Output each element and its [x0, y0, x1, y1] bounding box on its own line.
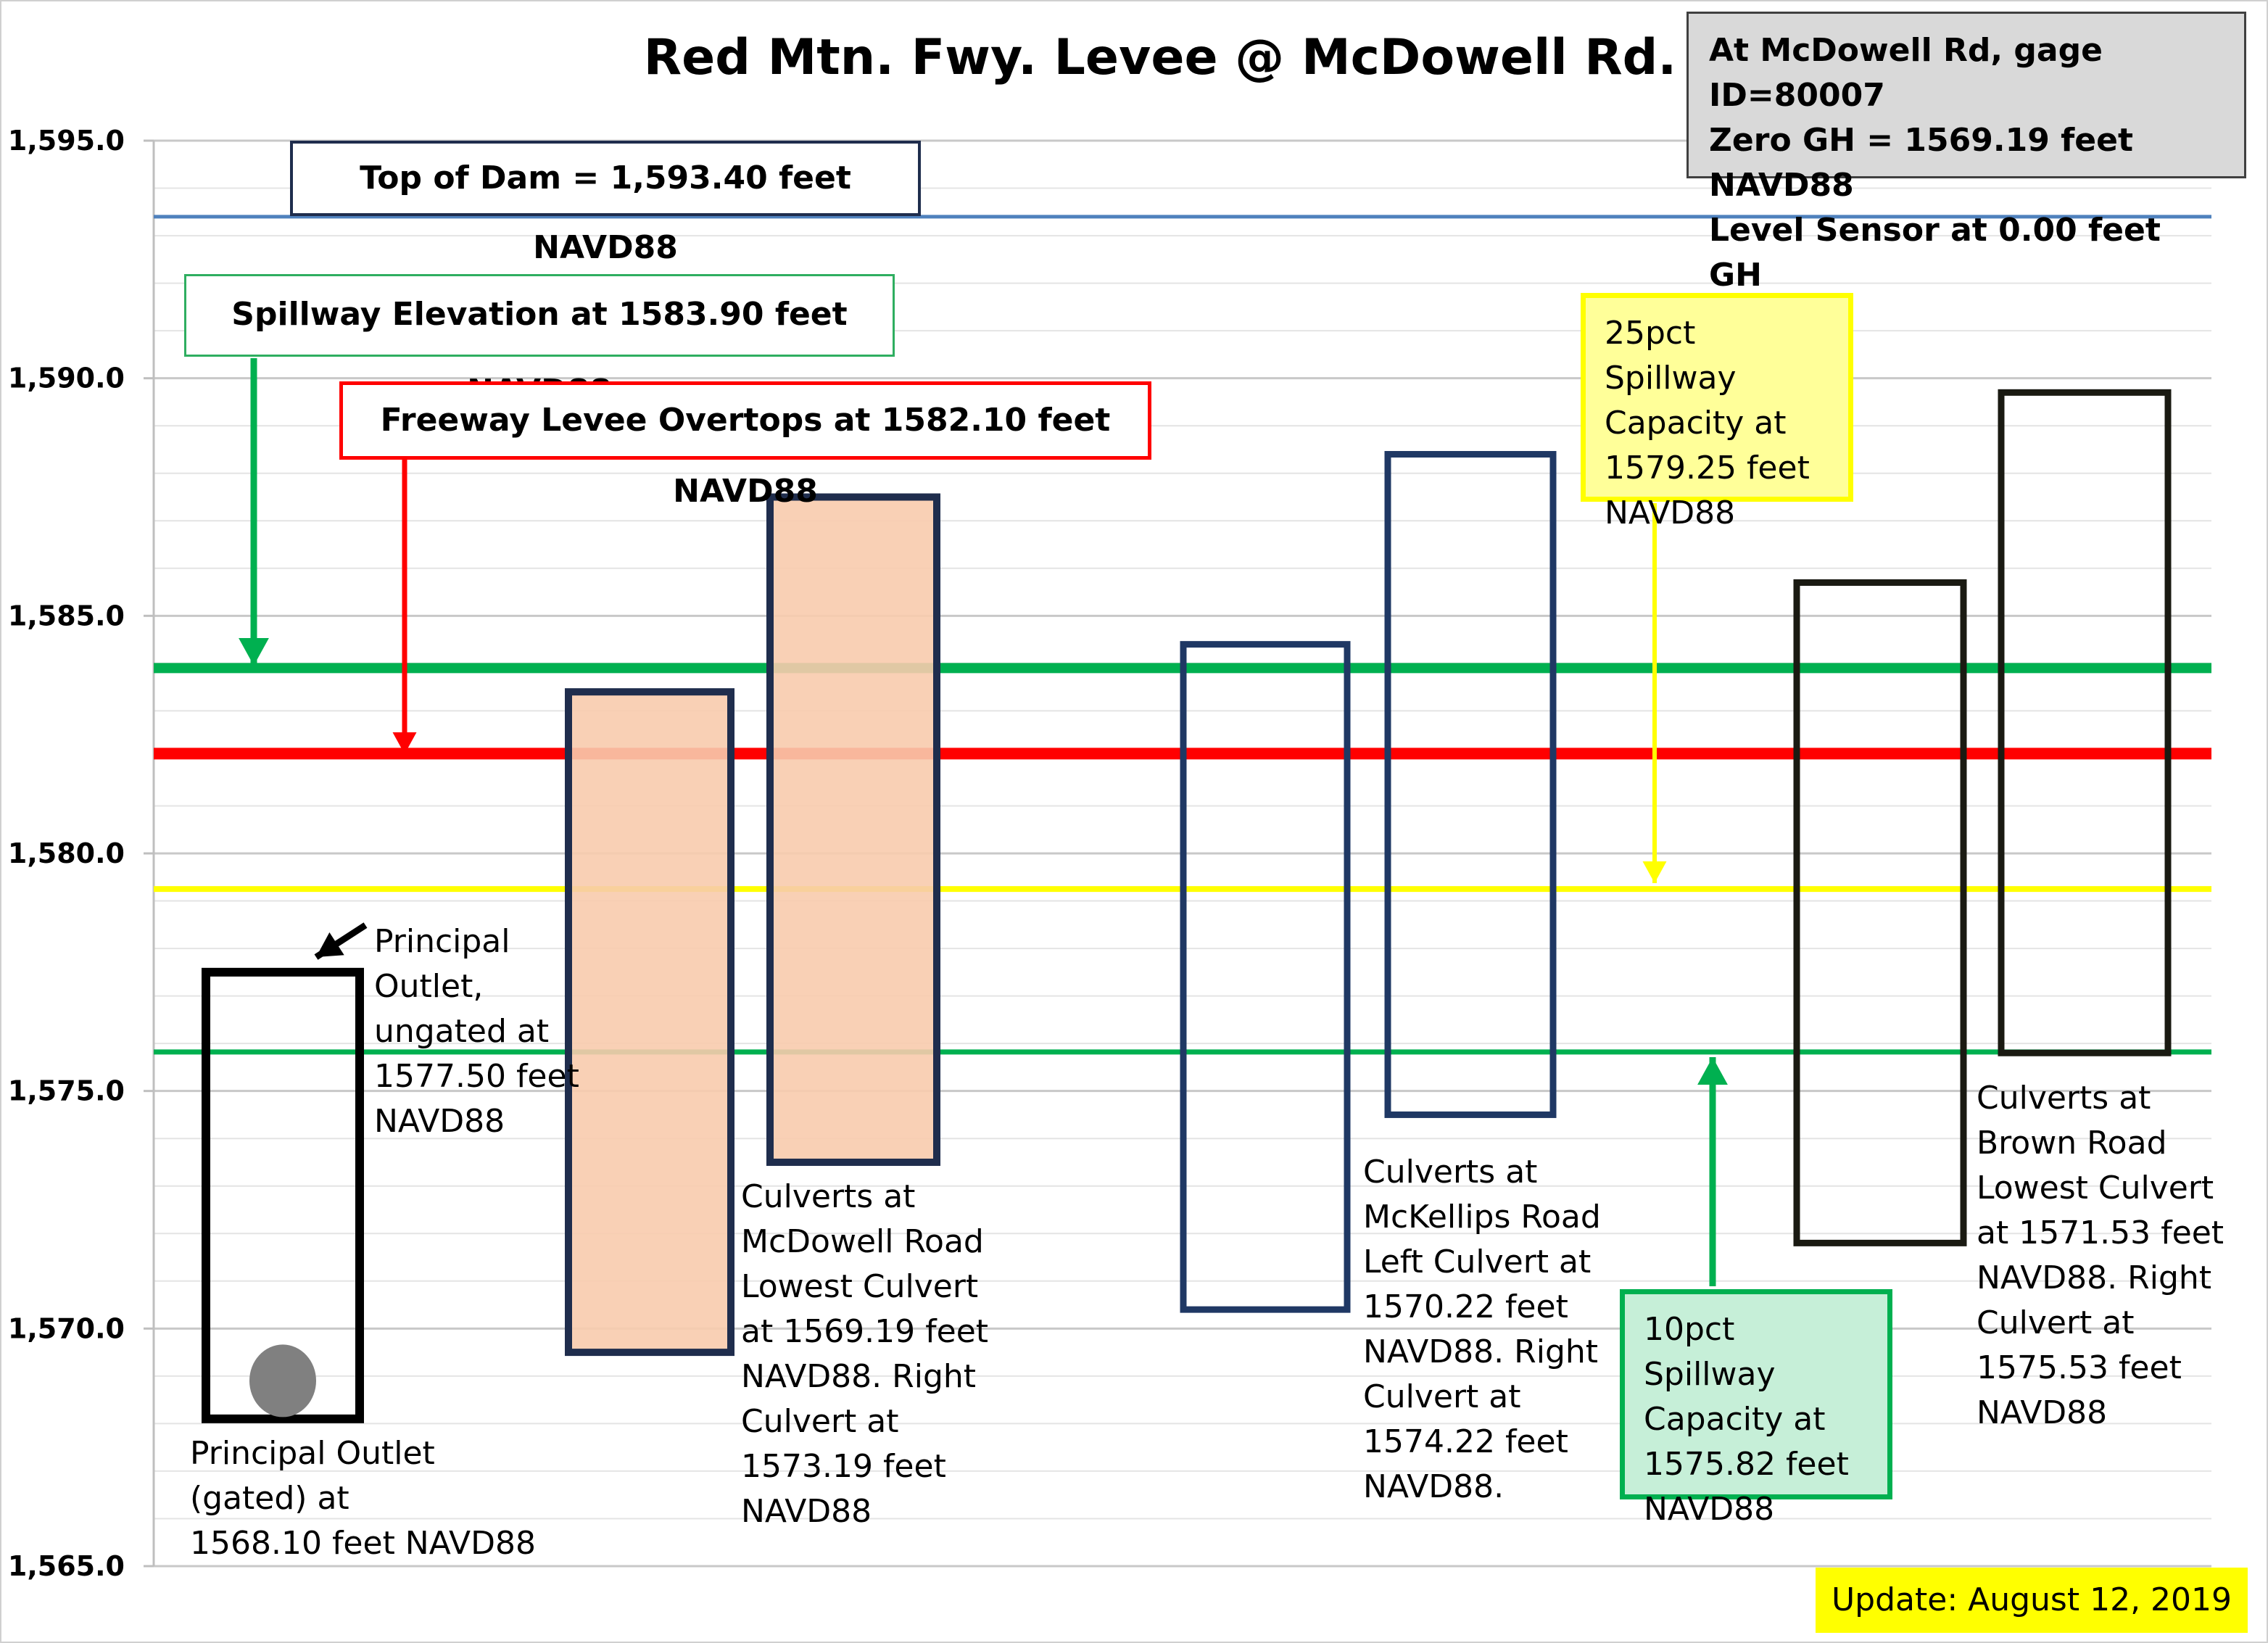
y-tick-label: 1,580.0 — [8, 837, 125, 869]
levee-arrow-head — [392, 732, 417, 754]
gage-info-line: At McDowell Rd, gage ID=80007 — [1709, 32, 2103, 114]
label-line: 1573.19 feet — [741, 1448, 946, 1485]
spillway-10pct-arrow-head — [1697, 1057, 1728, 1085]
label-line: 1577.50 feet — [374, 1058, 579, 1095]
mcdowell-culverts-label: Culverts at McDowell Road Lowest Culvert… — [741, 1175, 1017, 1534]
callout-line: NAVD88 — [1605, 494, 1736, 531]
structure-box — [1384, 451, 1557, 1118]
structures — [202, 389, 2172, 1423]
top-of-dam-callout: Top of Dam = 1,593.40 feet NAVD88 — [290, 141, 921, 266]
callout-line: Capacity at — [1644, 1401, 1826, 1438]
label-line: Lowest Culvert — [1977, 1170, 2214, 1207]
y-tick-label: 1,570.0 — [8, 1312, 125, 1344]
label-line: Principal Outlet — [190, 1435, 435, 1472]
structure-box — [1180, 641, 1351, 1313]
y-tick-label: 1,585.0 — [8, 600, 125, 632]
callout-line: 10pct Spillway — [1644, 1311, 1776, 1393]
label-line: NAVD88. Right — [741, 1358, 977, 1395]
callout-line: 25pct Spillway — [1605, 315, 1737, 397]
label-line: Brown Road — [1977, 1125, 2167, 1162]
label-line: Culvert at — [1363, 1378, 1521, 1415]
label-line: Culverts at — [1977, 1080, 2151, 1117]
label-line: McDowell Road — [741, 1223, 984, 1260]
mckellips-culverts-label: Culverts at McKellips Road Left Culvert … — [1363, 1150, 1639, 1510]
ungated-outlet-arrow-head — [316, 932, 344, 957]
gated-outlet-marker — [249, 1344, 316, 1418]
label-line: McKellips Road — [1363, 1199, 1601, 1236]
update-date-badge: Update: August 12, 2019 — [1816, 1568, 2248, 1633]
structure-box — [565, 688, 734, 1357]
y-tick-label: 1,575.0 — [8, 1075, 125, 1107]
label-line: Outlet, — [374, 968, 484, 1005]
label-line: at 1571.53 feet — [1977, 1214, 2224, 1251]
callout-line: 1579.25 feet — [1605, 450, 1810, 487]
spillway-25pct-callout: 25pct Spillway Capacity at 1579.25 feet … — [1581, 293, 1853, 531]
label-line: ungated at — [374, 1013, 550, 1050]
principal-outlet-gated-label: Principal Outlet (gated) at 1568.10 feet… — [190, 1431, 567, 1566]
spillway-callout: Spillway Elevation at 1583.90 feet NAVD8… — [184, 274, 895, 410]
y-axis-ticks: 1,565.0 1,570.0 1,575.0 1,580.0 1,585.0 1,590… — [8, 125, 154, 1582]
label-line: 1568.10 feet NAVD88 — [190, 1525, 536, 1562]
y-tick-label: 1,590.0 — [8, 363, 125, 394]
label-line: 1574.22 feet — [1363, 1423, 1568, 1460]
label-line: Lowest Culvert — [741, 1268, 979, 1305]
structure-box — [766, 493, 940, 1166]
label-line: Culverts at — [1363, 1154, 1538, 1191]
structure-box — [202, 967, 364, 1423]
label-line: NAVD88. Right — [1977, 1259, 2212, 1296]
gage-info-line: Level Sensor at 0.00 feet GH — [1709, 212, 2161, 294]
label-line: NAVD88. — [1363, 1468, 1505, 1505]
label-line: NAVD88. Right — [1363, 1333, 1599, 1370]
gage-info-box: At McDowell Rd, gage ID=80007 Zero GH = … — [1686, 12, 2246, 294]
label-line: Culvert at — [741, 1403, 899, 1440]
label-line: NAVD88 — [1977, 1394, 2108, 1431]
principal-outlet-ungated-label: Principal Outlet, ungated at 1577.50 fee… — [374, 919, 592, 1144]
label-line: NAVD88 — [374, 1103, 505, 1140]
callout-line: 1575.82 feet — [1644, 1446, 1849, 1483]
label-line: Left Culvert at — [1363, 1243, 1592, 1280]
label-line: Culverts at — [741, 1178, 916, 1215]
levee-overtop-callout: Freeway Levee Overtops at 1582.10 feet N… — [339, 381, 1151, 510]
y-tick-label: 1,595.0 — [8, 125, 125, 157]
structure-box — [1793, 579, 1967, 1246]
spillway-arrow-head — [239, 638, 269, 666]
brown-road-culverts-label: Culverts at Brown Road Lowest Culvert at… — [1977, 1076, 2252, 1436]
label-line: 1570.22 feet — [1363, 1288, 1568, 1325]
label-line: Principal — [374, 923, 510, 960]
structure-box — [1998, 389, 2172, 1056]
spillway-25pct-arrow-head — [1642, 861, 1667, 883]
label-line: at 1569.19 feet — [741, 1313, 989, 1350]
y-tick-label: 1,565.0 — [8, 1550, 125, 1582]
callout-arrows — [239, 358, 1728, 1286]
spillway-10pct-callout: 10pct Spillway Capacity at 1575.82 feet … — [1620, 1289, 1892, 1528]
label-line: Culvert at — [1977, 1304, 2135, 1341]
callout-line: Capacity at — [1605, 405, 1787, 442]
callout-line: NAVD88 — [1644, 1491, 1775, 1528]
gage-info-line: Zero GH = 1569.19 feet NAVD88 — [1709, 122, 2134, 204]
chart-title: Red Mtn. Fwy. Levee @ McDowell Rd. — [643, 29, 1677, 86]
label-line: NAVD88 — [741, 1493, 872, 1530]
label-line: 1575.53 feet — [1977, 1349, 2182, 1386]
label-line: (gated) at — [190, 1480, 349, 1517]
